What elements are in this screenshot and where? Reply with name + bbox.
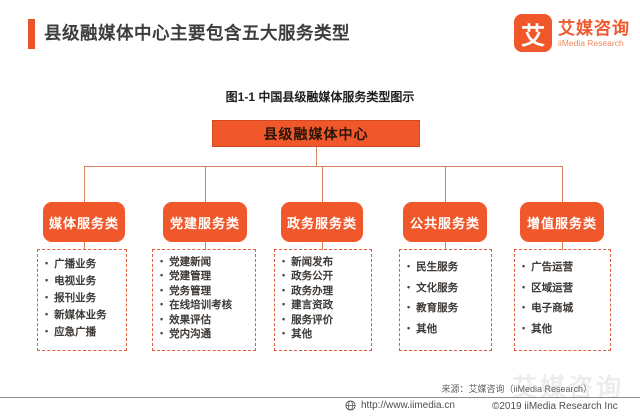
list-item: 党建管理 <box>160 270 253 282</box>
globe-icon <box>345 400 356 411</box>
branch-list-party-building: 党建新闻 党建管理 党务管理 在线培训考核 效果评估 党内沟通 <box>152 249 256 351</box>
item-list: 民生服务 文化服务 教育服务 其他 <box>400 250 491 346</box>
connector-stub-1 <box>84 242 85 250</box>
branch-label-media: 媒体服务类 <box>43 202 125 242</box>
title-accent-bar <box>28 19 35 49</box>
footer-copyright: ©2019 iiMedia Research Inc <box>492 401 618 412</box>
list-item: 党务管理 <box>160 285 253 297</box>
list-item: 政务公开 <box>282 270 369 282</box>
logo-name-cn: 艾媒咨询 <box>558 18 630 38</box>
logo-glyph: 艾 <box>521 22 545 50</box>
list-item: 民生服务 <box>407 261 489 273</box>
item-list: 党建新闻 党建管理 党务管理 在线培训考核 效果评估 党内沟通 <box>153 250 255 346</box>
list-item: 党内沟通 <box>160 328 253 340</box>
connector-drop-1 <box>84 167 85 202</box>
connector-root-drop <box>316 147 317 166</box>
list-item: 政务办理 <box>282 285 369 297</box>
connector-stub-5 <box>562 242 563 250</box>
list-item: 其他 <box>522 323 608 335</box>
list-item: 其他 <box>282 328 369 340</box>
item-list: 广告运营 区域运营 电子商城 其他 <box>515 250 610 346</box>
list-item: 广告运营 <box>522 261 608 273</box>
branch-label-value-added: 增值服务类 <box>520 202 604 242</box>
connector-drop-3 <box>322 167 323 202</box>
list-item: 文化服务 <box>407 282 489 294</box>
list-item: 在线培训考核 <box>160 299 253 311</box>
list-item: 效果评估 <box>160 314 253 326</box>
footer-url: http://www.iimedia.cn <box>345 400 455 411</box>
source-note: 来源：艾媒咨询（iiMedia Research） <box>441 384 592 394</box>
connector-drop-5 <box>562 167 563 202</box>
connector-stub-2 <box>205 242 206 250</box>
connector-horizontal-rail <box>84 166 563 167</box>
branch-list-value-added: 广告运营 区域运营 电子商城 其他 <box>514 249 611 351</box>
list-item: 电子商城 <box>522 302 608 314</box>
list-item: 教育服务 <box>407 302 489 314</box>
iimedia-logo: 艾 艾媒咨询 iiMedia Research <box>514 14 630 52</box>
list-item: 建言资政 <box>282 299 369 311</box>
root-node: 县级融媒体中心 <box>212 120 420 147</box>
iimedia-logo-icon: 艾 <box>514 14 552 52</box>
page-title: 县级融媒体中心主要包含五大服务类型 <box>44 23 350 43</box>
footer-divider <box>0 397 640 398</box>
branch-label-party-building: 党建服务类 <box>163 202 247 242</box>
list-item: 应急广播 <box>45 326 124 338</box>
connector-stub-4 <box>445 242 446 250</box>
list-item: 电视业务 <box>45 275 124 287</box>
list-item: 其他 <box>407 323 489 335</box>
branch-label-government: 政务服务类 <box>281 202 363 242</box>
figure-caption: 图1-1 中国县级融媒体服务类型图示 <box>225 90 415 104</box>
connector-drop-2 <box>205 167 206 202</box>
logo-name-en: iiMedia Research <box>558 37 624 48</box>
connector-stub-3 <box>322 242 323 250</box>
list-item: 新闻发布 <box>282 256 369 268</box>
logo-text: 艾媒咨询 iiMedia Research <box>558 19 630 48</box>
list-item: 党建新闻 <box>160 256 253 268</box>
footer-url-text: http://www.iimedia.cn <box>361 400 455 411</box>
branch-list-media: 广播业务 电视业务 报刊业务 新媒体业务 应急广播 <box>37 249 127 351</box>
list-item: 广播业务 <box>45 258 124 270</box>
branch-label-public: 公共服务类 <box>403 202 487 242</box>
list-item: 新媒体业务 <box>45 309 124 321</box>
branch-list-public: 民生服务 文化服务 教育服务 其他 <box>399 249 492 351</box>
connector-drop-4 <box>445 167 446 202</box>
branch-list-government: 新闻发布 政务公开 政务办理 建言资政 服务评价 其他 <box>274 249 372 351</box>
item-list: 新闻发布 政务公开 政务办理 建言资政 服务评价 其他 <box>275 250 371 346</box>
item-list: 广播业务 电视业务 报刊业务 新媒体业务 应急广播 <box>38 250 126 346</box>
list-item: 区域运营 <box>522 282 608 294</box>
list-item: 报刊业务 <box>45 292 124 304</box>
list-item: 服务评价 <box>282 314 369 326</box>
